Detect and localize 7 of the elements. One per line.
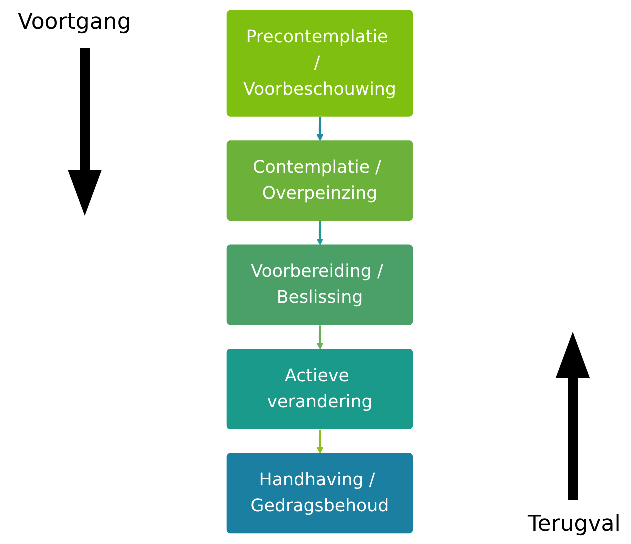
node-box: Voorbereiding / Beslissing	[226, 244, 414, 326]
node-box: Precontemplatie / Voorbeschouwing	[226, 10, 414, 117]
direction-label: Voortgang	[18, 10, 132, 35]
node-box: Actieve verandering	[226, 348, 414, 430]
node-box: Handhaving / Gedragsbehoud	[226, 453, 414, 534]
direction-label: Terugval	[528, 512, 621, 537]
node-box: Contemplatie / Overpeinzing	[226, 140, 414, 222]
